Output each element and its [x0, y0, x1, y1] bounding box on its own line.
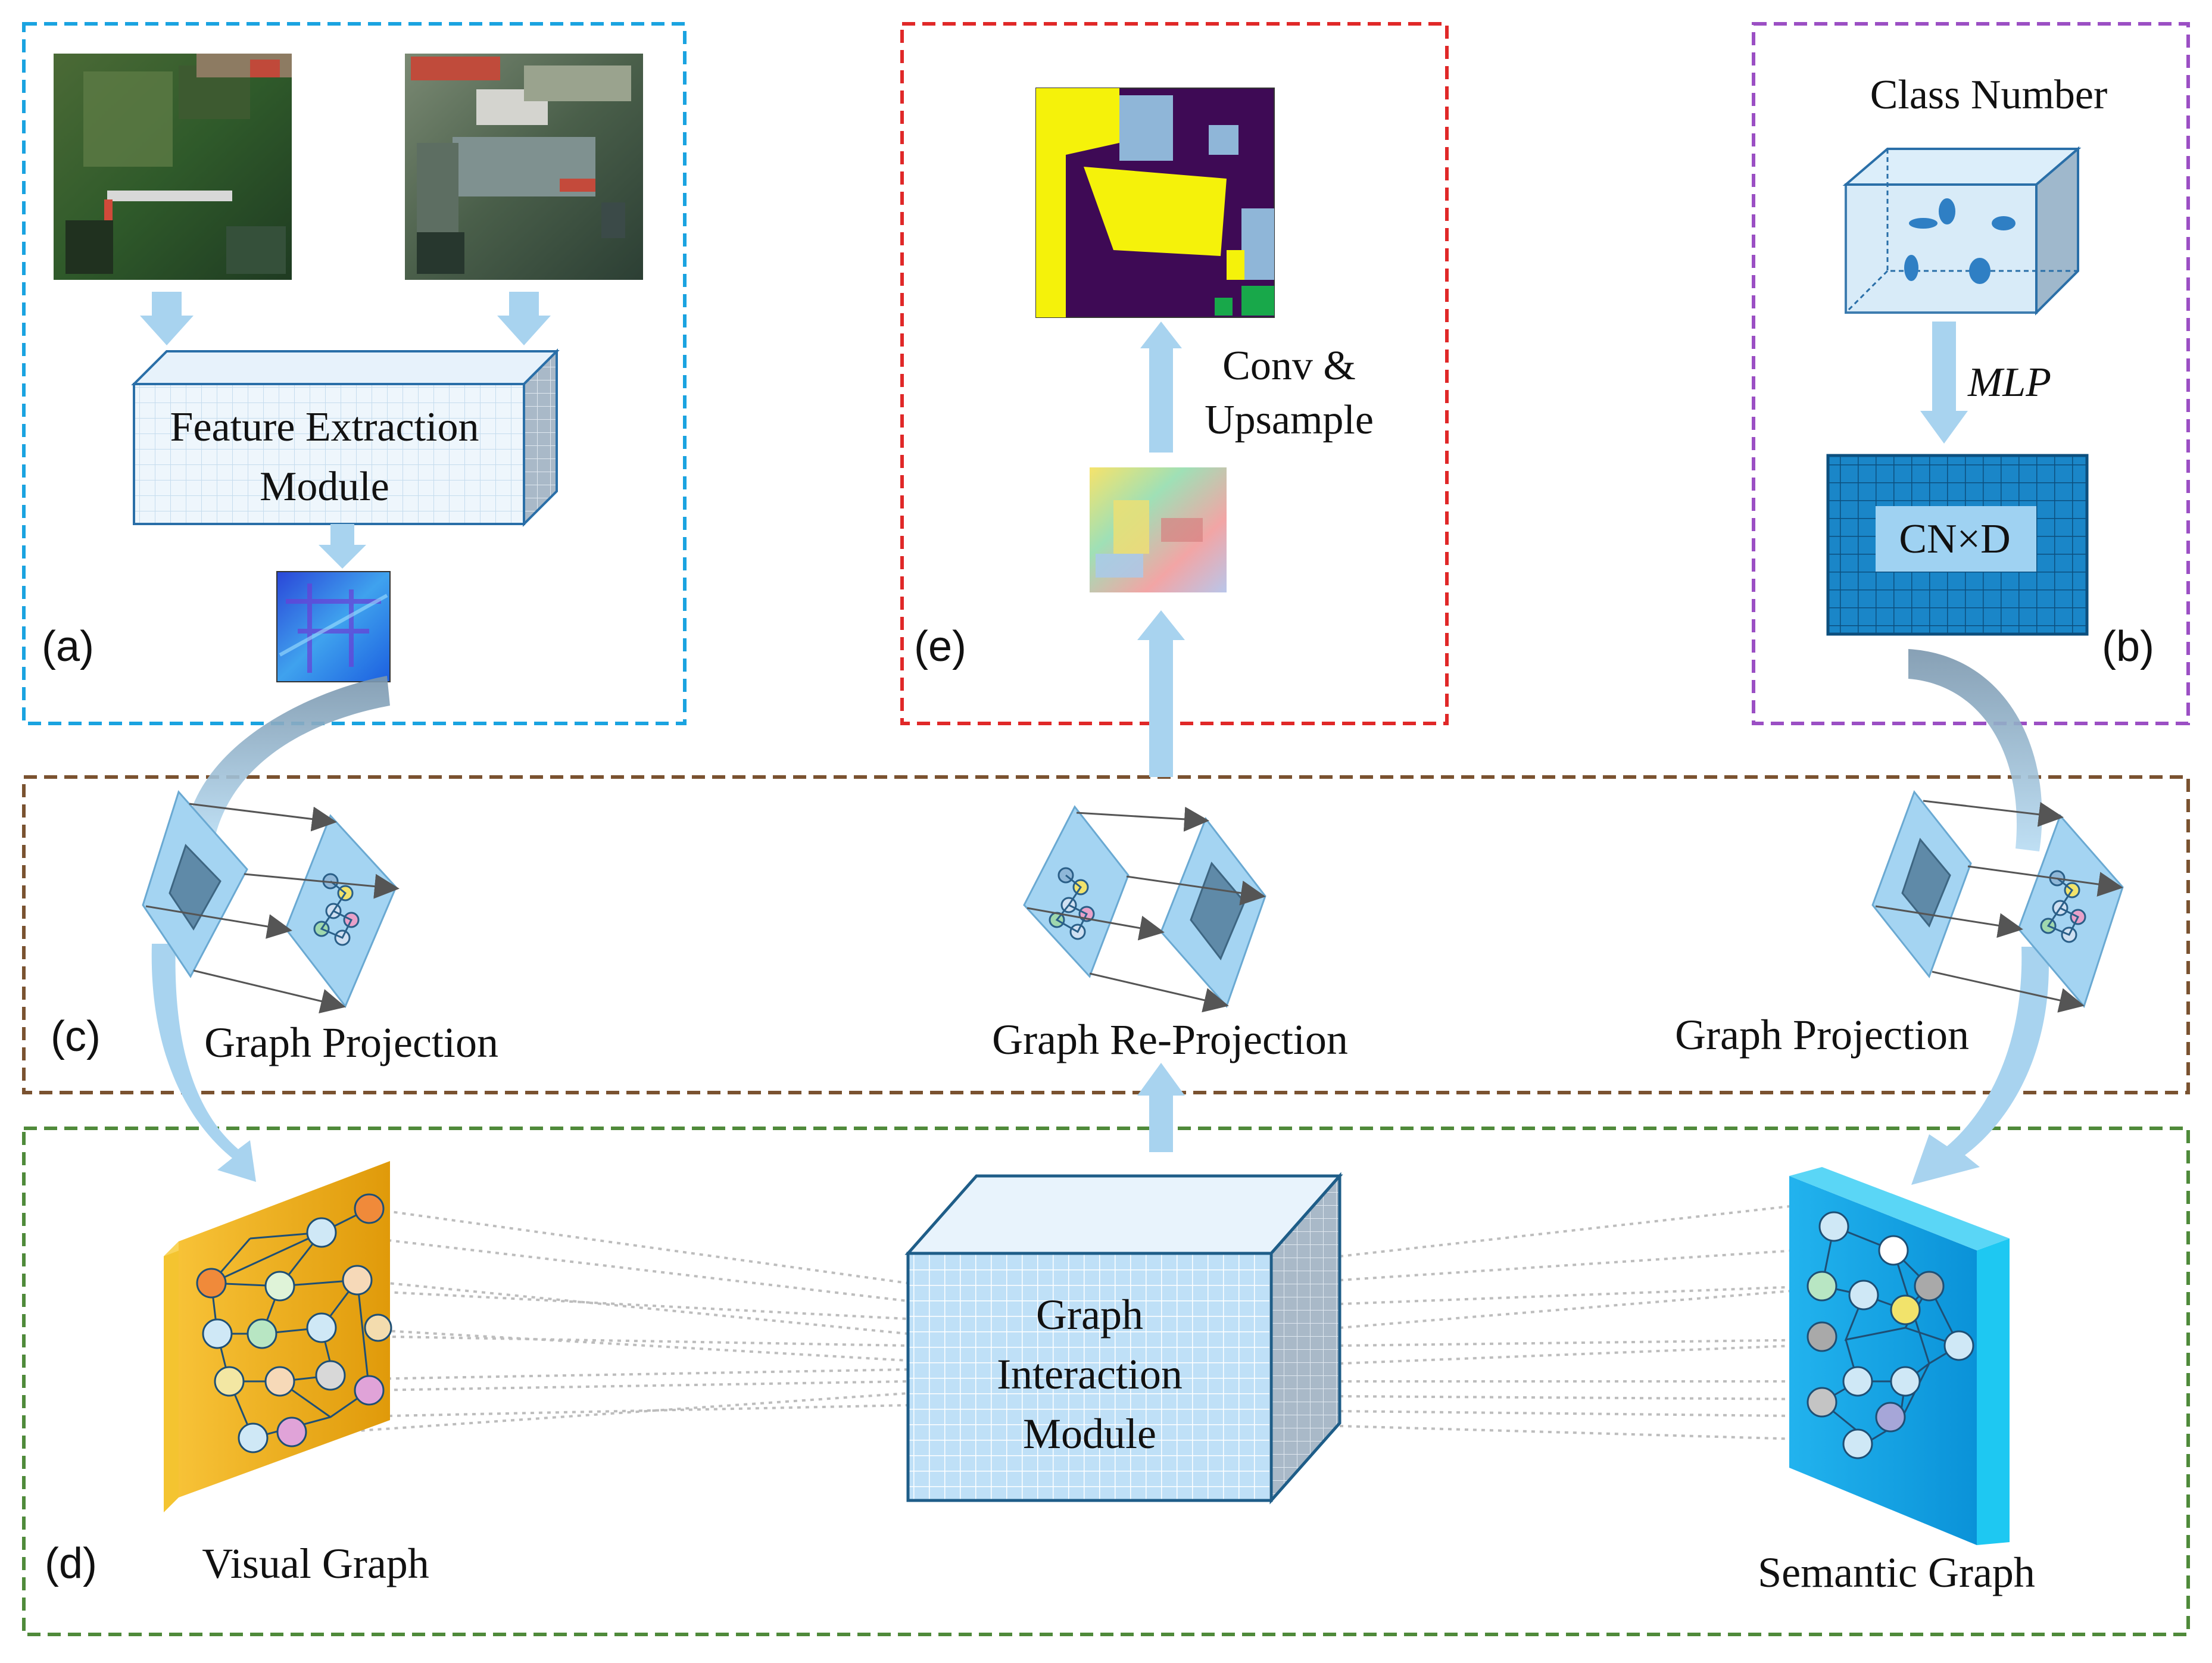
panel-a-tag: (a)	[42, 623, 94, 670]
panel-e-tag: (e)	[914, 623, 966, 670]
feature-map-image	[276, 571, 391, 682]
feature-extraction-module-box	[131, 348, 560, 527]
graph-projection-left-icon	[142, 790, 400, 1014]
class-number-label: Class Number	[1870, 72, 2108, 118]
arc-arrow-c-to-visual	[151, 944, 256, 1182]
conv-upsample-label-1: Conv &	[1222, 343, 1356, 389]
panel-d-border	[22, 1127, 2190, 1636]
graph-reprojection-icon	[1023, 805, 1266, 1013]
gim-label-1: Graph	[1036, 1291, 1143, 1338]
class-number-cube	[1842, 146, 2082, 316]
panel-c-border	[22, 775, 2190, 1094]
segmentation-map-image	[1035, 88, 1275, 318]
arc-arrow-c-to-semantic	[1911, 947, 2049, 1185]
heatmap-image	[1090, 467, 1227, 592]
panel-b-tag: (b)	[2102, 623, 2154, 670]
feature-extraction-label-2: Module	[260, 464, 389, 510]
panel-c-tag: (c)	[51, 1013, 101, 1060]
satellite-image-2	[405, 54, 643, 280]
panel-d-tag: (d)	[45, 1540, 97, 1587]
arc-arrow-b-to-c	[1908, 649, 2042, 851]
flow-arrow-mlp-down	[1920, 322, 1968, 444]
visual-graph-plane	[164, 1161, 392, 1512]
semantic-graph-plane	[1789, 1167, 2010, 1545]
flow-arrow-img1-down	[140, 292, 194, 345]
interaction-connections	[211, 1202, 1948, 1442]
flow-arrow-reprojection-up	[1137, 610, 1185, 777]
graph-interaction-module-box	[904, 1172, 1343, 1505]
flow-arrow-upsample-up	[1140, 322, 1182, 453]
graph-projection-right-label: Graph Projection	[1675, 1011, 1969, 1059]
panel-a-border	[22, 22, 687, 725]
arc-arrow-a-to-c	[185, 676, 390, 840]
flow-arrow-feature-down	[319, 524, 366, 569]
flow-arrow-gim-up	[1137, 1063, 1185, 1152]
panel-e-border	[900, 22, 1449, 725]
gim-label-2: Interaction	[997, 1350, 1183, 1398]
graph-reprojection-label: Graph Re-Projection	[992, 1016, 1348, 1063]
semantic-graph-label: Semantic Graph	[1758, 1549, 2035, 1596]
feature-extraction-label: Feature Extraction	[170, 404, 479, 450]
satellite-image-1	[54, 54, 292, 280]
visual-graph-label: Visual Graph	[202, 1540, 429, 1587]
graph-projection-right-icon	[1871, 790, 2124, 1013]
embedding-matrix	[1826, 454, 2089, 636]
graph-projection-left-label: Graph Projection	[204, 1019, 498, 1066]
gim-label-3: Module	[1023, 1410, 1156, 1458]
flow-arrow-img2-down	[497, 292, 551, 345]
matrix-label: CN×D	[1899, 516, 2010, 562]
mlp-label: MLP	[1967, 360, 2051, 405]
conv-upsample-label-2: Upsample	[1205, 397, 1374, 443]
